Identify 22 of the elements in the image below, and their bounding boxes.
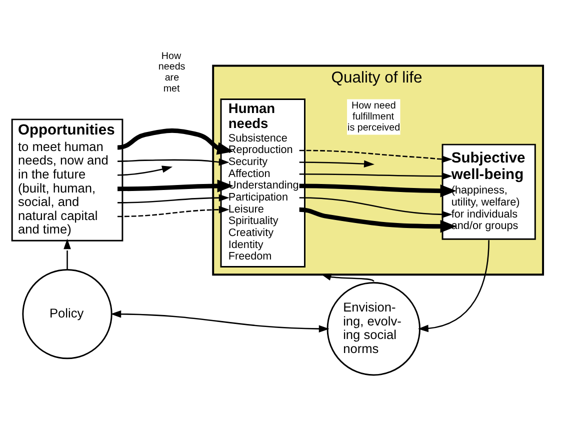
arrow (320, 273, 374, 282)
arrow (117, 128, 234, 155)
arrow (299, 184, 456, 198)
arrow (299, 150, 452, 163)
node-circle: Policy (22, 268, 112, 360)
node-circle: Envision- ing, evolv- ing social norms (326, 282, 420, 376)
arrow (110, 310, 330, 332)
arrow (64, 238, 71, 270)
arrow (299, 172, 452, 180)
arrow (118, 166, 173, 176)
arrow (299, 197, 452, 218)
arrow (118, 206, 230, 218)
arrow (299, 207, 456, 233)
arrow (118, 194, 230, 204)
arrow (299, 160, 374, 168)
node-box: Human needs Subsistence Reproduction Security Affection Understanding Participation Leisure Spirituality Creativity Identity Freedom (220, 98, 306, 268)
arrow (418, 240, 490, 332)
label: How needs are met (158, 50, 186, 94)
node-box: Opportunities to meet human needs, now and in the future (built, human, social, and natural capital and time) (11, 118, 124, 242)
arrow (118, 180, 234, 192)
label: How need fulfillment is perceived (348, 100, 400, 134)
arrow (118, 158, 230, 166)
